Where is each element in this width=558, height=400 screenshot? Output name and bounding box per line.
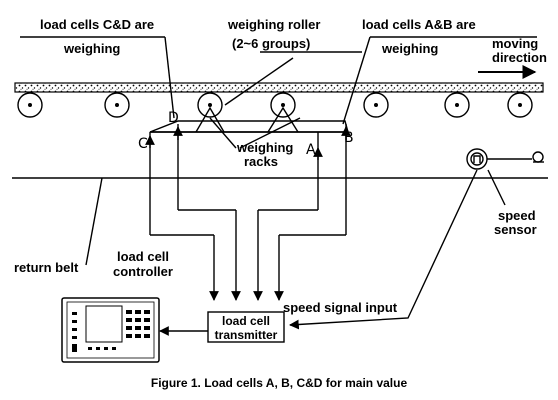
signal-wires [145,124,351,301]
speed-sensor-label-line2: sensor [494,222,537,237]
pointer-lines [20,36,537,266]
load-cell-b-label: B [344,130,354,146]
load-cell-transmitter-box [207,311,285,343]
load-cell-a-label: A [306,142,316,158]
roller-icon [197,92,223,118]
roller-label-line2: (2~6 groups) [232,36,310,51]
load-cell-c-label: C [138,136,148,152]
cd-weighing-label-line2: weighing [63,41,120,56]
return-belt-label: return belt [14,260,79,275]
load-cell-d-label: D [168,110,179,126]
roller-icon [104,92,130,118]
transmitter-label-line2: transmitter [215,328,278,342]
moving-direction-label-line2: direction [492,50,547,65]
roller-icon [507,92,533,118]
cd-weighing-label-line1: load cells C&D are [40,17,154,32]
controller-label-line1: load cell [117,249,169,264]
weighing-racks-label-line1: weighing [236,140,293,155]
figure-caption: Figure 1. Load cells A, B, C&D for main … [151,376,408,390]
weighing-frame [149,106,349,133]
weighing-racks-label-line2: racks [244,154,278,169]
speed-sensor-icon [466,148,544,170]
controller-panel-icon [61,297,160,363]
roller-icon [444,92,470,118]
speed-signal-input-label: speed signal input [283,300,398,315]
roller-icon [17,92,43,118]
roller-icon [270,92,296,118]
controller-label-line2: controller [113,264,173,279]
moving-direction-label-line1: moving [492,36,538,51]
transmitter-label-line1: load cell [222,314,270,328]
speed-signal-wire [289,169,478,330]
conveyor-belt [14,82,544,93]
roller-group [17,92,533,118]
roller-icon [363,92,389,118]
roller-label-line1: weighing roller [227,17,320,32]
ab-weighing-label-line1: load cells A&B are [362,17,476,32]
ab-weighing-label-line2: weighing [381,41,438,56]
speed-sensor-label-line1: speed [498,208,536,223]
